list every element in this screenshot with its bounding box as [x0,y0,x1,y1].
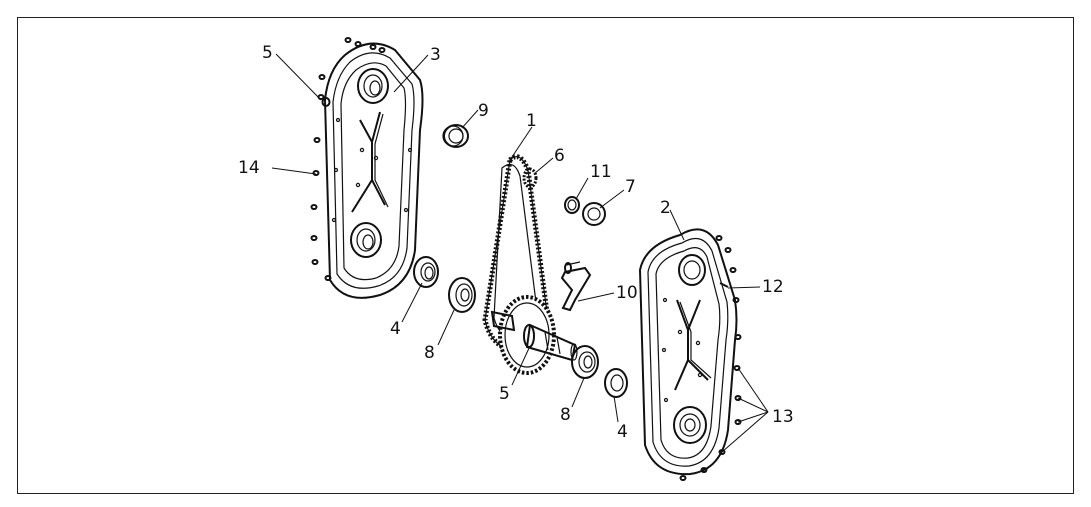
callout-14: 14 [238,158,260,178]
callout-labels: 5 3 9 1 6 11 7 14 2 12 10 4 8 5 8 4 13 [238,43,794,442]
leader-lines [271,53,769,453]
chain-tensioner [560,261,592,312]
callout-11: 11 [590,162,612,182]
bearing-8-right [571,345,599,379]
callout-12: 12 [762,277,784,297]
callout-9: 9 [478,101,489,121]
callout-8-left: 8 [424,343,435,363]
small-sprocket [522,167,538,189]
right-chain-cover [638,228,738,476]
bearing-9 [442,124,469,148]
bearing-7 [582,202,606,226]
callout-10: 10 [616,283,638,303]
callout-2: 2 [660,198,671,218]
right-cover-screws [679,235,742,481]
bearing-8-left [448,277,476,313]
callout-7: 7 [625,177,636,197]
diagram-frame [17,17,1074,494]
callout-5-top: 5 [262,43,273,63]
callout-13: 13 [772,407,794,427]
callout-3: 3 [430,45,441,65]
callout-4-left: 4 [390,319,401,339]
left-chain-cover [323,42,424,299]
ring-11 [564,196,580,214]
callout-8-right: 8 [560,405,571,425]
seal-4-left [413,256,439,288]
callout-6: 6 [554,146,565,166]
callout-5-bottom: 5 [499,384,510,404]
seal-4-right [604,368,628,398]
callout-4-right: 4 [617,422,628,442]
left-cover-screws [310,37,386,281]
callout-1: 1 [526,111,537,131]
